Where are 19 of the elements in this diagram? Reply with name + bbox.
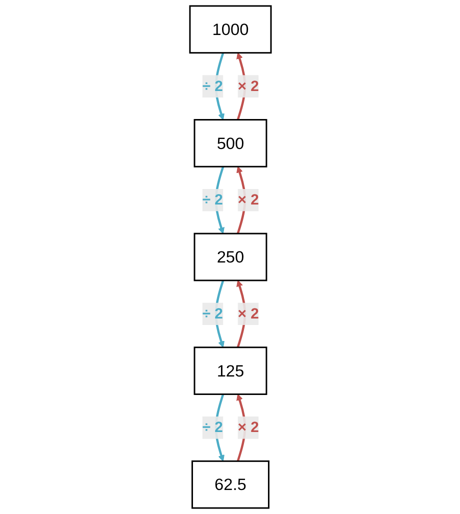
arrow bbox=[214, 280, 224, 348]
arrow bbox=[236, 52, 246, 120]
edge-label: ÷ 2 bbox=[202, 420, 222, 436]
arrow bbox=[214, 166, 224, 234]
node-box: 250 bbox=[193, 232, 267, 282]
edge-label: ÷ 2 bbox=[202, 192, 222, 208]
node-box: 125 bbox=[193, 346, 267, 395]
edge-label: × 2 bbox=[237, 306, 258, 322]
node-box: 62.5 bbox=[191, 460, 269, 509]
edge-label: × 2 bbox=[237, 420, 258, 436]
arrow bbox=[214, 52, 224, 120]
edge-label: × 2 bbox=[237, 192, 258, 208]
arrow bbox=[214, 394, 224, 462]
node-box: 1000 bbox=[188, 5, 272, 54]
edge-label: × 2 bbox=[237, 78, 258, 94]
arrow bbox=[236, 280, 246, 348]
edge-label: ÷ 2 bbox=[202, 306, 222, 322]
node-box: 500 bbox=[193, 119, 267, 168]
edge-label: ÷ 2 bbox=[202, 78, 222, 94]
